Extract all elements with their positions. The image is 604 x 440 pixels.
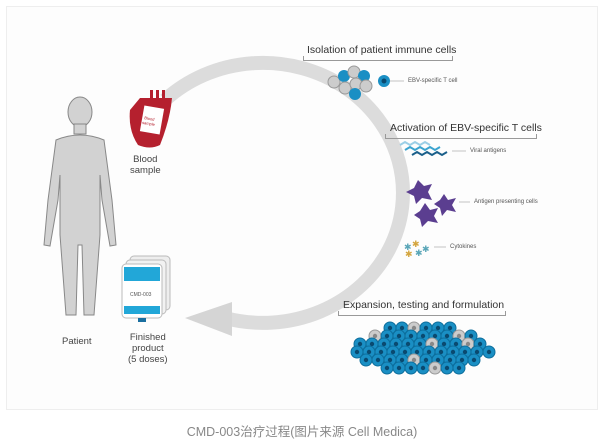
cell-nucleus <box>354 349 360 355</box>
step-expansion: Expansion, testing and formulation <box>343 299 505 311</box>
svg-text:✱: ✱ <box>415 248 423 258</box>
cell-nucleus <box>369 341 375 347</box>
cell-nucleus <box>453 341 459 347</box>
patient-silhouette <box>43 96 117 316</box>
cell-nucleus <box>429 341 435 347</box>
cell-nucleus <box>447 325 453 331</box>
cell-nucleus <box>408 365 414 371</box>
cell-nucleus <box>465 341 471 347</box>
legend-apc: Antigen presenting cells <box>474 199 538 205</box>
svg-text:✱: ✱ <box>412 239 420 249</box>
cell-nucleus <box>432 333 438 339</box>
cell-nucleus <box>435 325 441 331</box>
cell-nucleus <box>381 341 387 347</box>
cell-nucleus <box>423 357 429 363</box>
bracket <box>338 311 506 316</box>
cell-nucleus <box>396 365 402 371</box>
cell-nucleus <box>366 349 372 355</box>
cell-nucleus <box>471 357 477 363</box>
cell-nucleus <box>459 357 465 363</box>
cell-nucleus <box>357 341 363 347</box>
cell-nucleus <box>450 349 456 355</box>
svg-text:✱: ✱ <box>405 249 413 259</box>
cell-nucleus <box>387 325 393 331</box>
cell-nucleus <box>477 341 483 347</box>
cell-nucleus <box>399 357 405 363</box>
cell-nucleus <box>420 333 426 339</box>
cell-nucleus <box>456 365 462 371</box>
cell-nucleus <box>378 349 384 355</box>
cell-nucleus <box>405 341 411 347</box>
cell-nucleus <box>384 333 390 339</box>
product-bags-icon <box>121 255 171 322</box>
cell-nucleus <box>423 325 429 331</box>
figure-caption: CMD-003治疗过程(图片来源 Cell Medica) <box>186 425 418 439</box>
product-tag: CMD-003 <box>130 292 152 298</box>
cell-nucleus <box>420 365 426 371</box>
cell-nucleus <box>411 357 417 363</box>
cell-nucleus <box>462 349 468 355</box>
expanded-cells-icon <box>350 321 496 375</box>
cell-nucleus <box>399 325 405 331</box>
cell-nucleus <box>396 333 402 339</box>
cell-nucleus <box>411 325 417 331</box>
cell-cluster-icon <box>327 65 373 100</box>
step-isolation: Isolation of patient immune cells <box>307 44 457 56</box>
svg-text:✱: ✱ <box>404 242 412 252</box>
antigen-presenting-cells-icon <box>406 180 456 227</box>
cell-nucleus <box>372 333 378 339</box>
viral-antigens-icon <box>399 140 448 157</box>
cell-nucleus <box>444 365 450 371</box>
bracket <box>385 134 537 139</box>
cell-nucleus <box>417 341 423 347</box>
cytokines-icon: ✱✱✱✱✱ <box>404 239 430 259</box>
legend-viral-antigens: Viral antigens <box>470 148 507 154</box>
cell-nucleus <box>393 341 399 347</box>
cycle-arrow <box>160 55 410 336</box>
cell-nucleus <box>486 349 492 355</box>
cell-nucleus <box>414 349 420 355</box>
label-patient: Patient <box>62 336 92 347</box>
cell-nucleus <box>468 333 474 339</box>
bracket <box>303 56 453 61</box>
cell-nucleus <box>384 365 390 371</box>
legend-t-cell: EBV-specific T cell <box>408 78 458 84</box>
svg-text:✱: ✱ <box>422 244 430 254</box>
cell-nucleus <box>387 357 393 363</box>
legend-cytokines: Cytokines <box>450 244 477 250</box>
cell-nucleus <box>435 357 441 363</box>
cell-nucleus <box>432 365 438 371</box>
cell-nucleus <box>447 357 453 363</box>
cell-nucleus <box>402 349 408 355</box>
cell-nucleus <box>438 349 444 355</box>
blood-bag-icon <box>129 90 172 148</box>
cell-nucleus <box>408 333 414 339</box>
cell-nucleus <box>426 349 432 355</box>
cell-nucleus <box>474 349 480 355</box>
cell-nucleus <box>363 357 369 363</box>
cell-nucleus <box>456 333 462 339</box>
cell-nucleus <box>390 349 396 355</box>
cell-nucleus <box>375 357 381 363</box>
cell-nucleus <box>441 341 447 347</box>
cell-nucleus <box>444 333 450 339</box>
step-activation: Activation of EBV-specific T cells <box>390 122 542 134</box>
